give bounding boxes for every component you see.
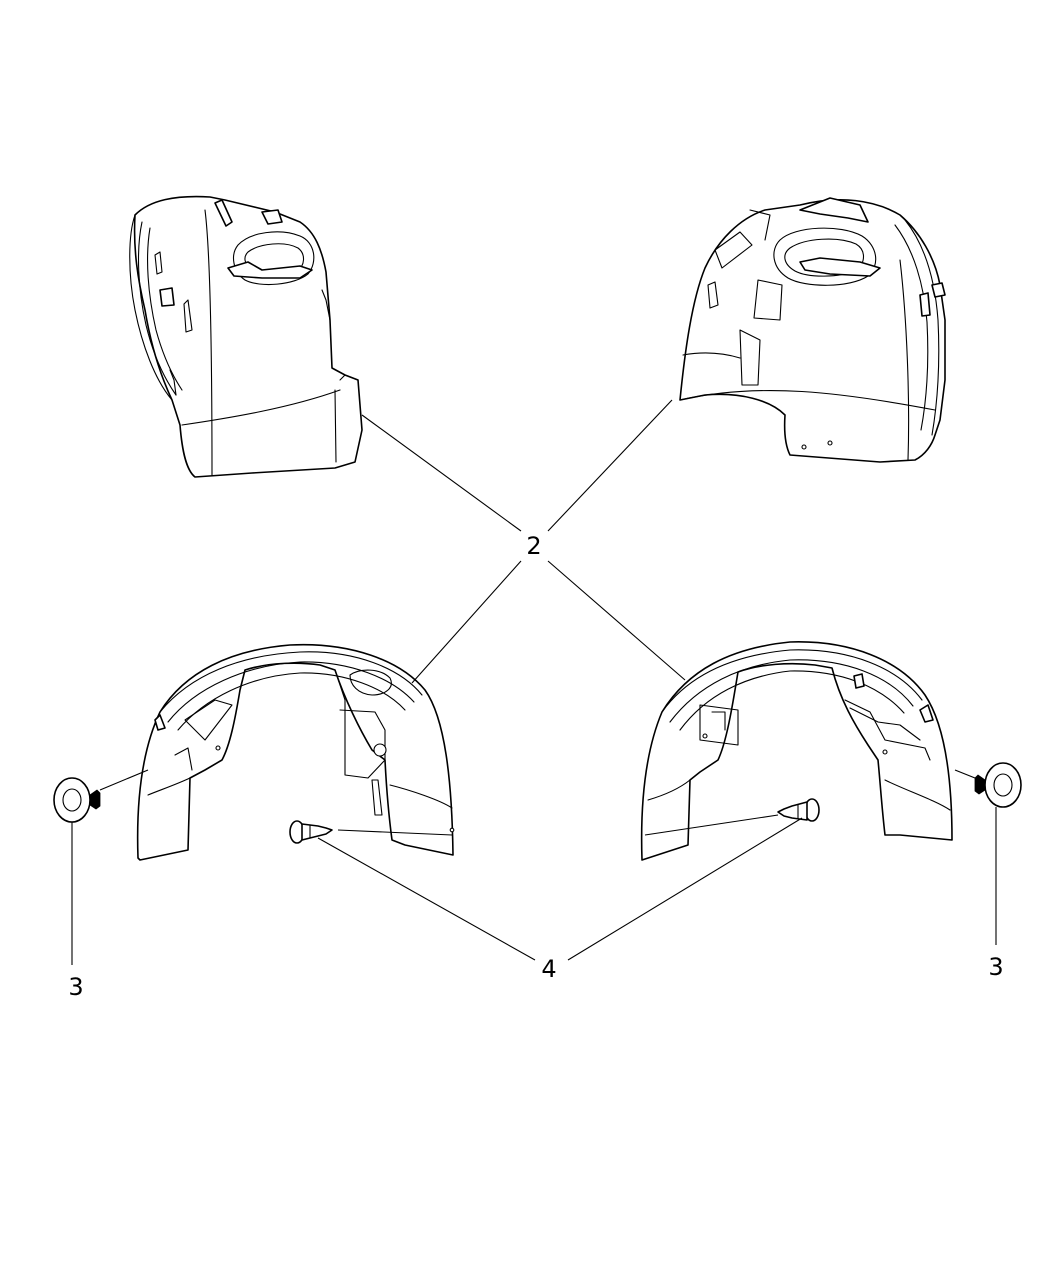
- push-pin-right: [777, 798, 820, 822]
- leader-4-right-pin: [644, 814, 779, 836]
- leader-4-right: [567, 817, 803, 961]
- leader-lines: [71, 399, 997, 965]
- leader-2-top-right: [547, 399, 673, 532]
- rear-wheelhouse-liner-left: [136, 643, 455, 861]
- leader-2-top-left: [361, 414, 522, 532]
- leader-4-left-pin: [337, 829, 453, 836]
- front-wheelhouse-liner-left: [129, 195, 363, 478]
- rear-wheelhouse-liner-right: [640, 641, 953, 861]
- front-wheelhouse-liner-right: [679, 197, 946, 463]
- leader-2-bottom-left: [411, 560, 522, 684]
- push-pin-left: [289, 820, 333, 844]
- leader-3-left-pin: [99, 769, 149, 791]
- callout-3-left: 3: [68, 973, 83, 1001]
- leader-2-bottom-right: [547, 560, 686, 681]
- callout-2: 2: [526, 532, 541, 560]
- retainer-washer-left: [53, 777, 101, 823]
- retainer-washer-right: [974, 762, 1022, 808]
- leader-4-left: [317, 837, 536, 961]
- callout-3-right: 3: [988, 953, 1003, 981]
- leader-3-right-pin: [954, 769, 976, 779]
- callout-4: 4: [541, 955, 556, 983]
